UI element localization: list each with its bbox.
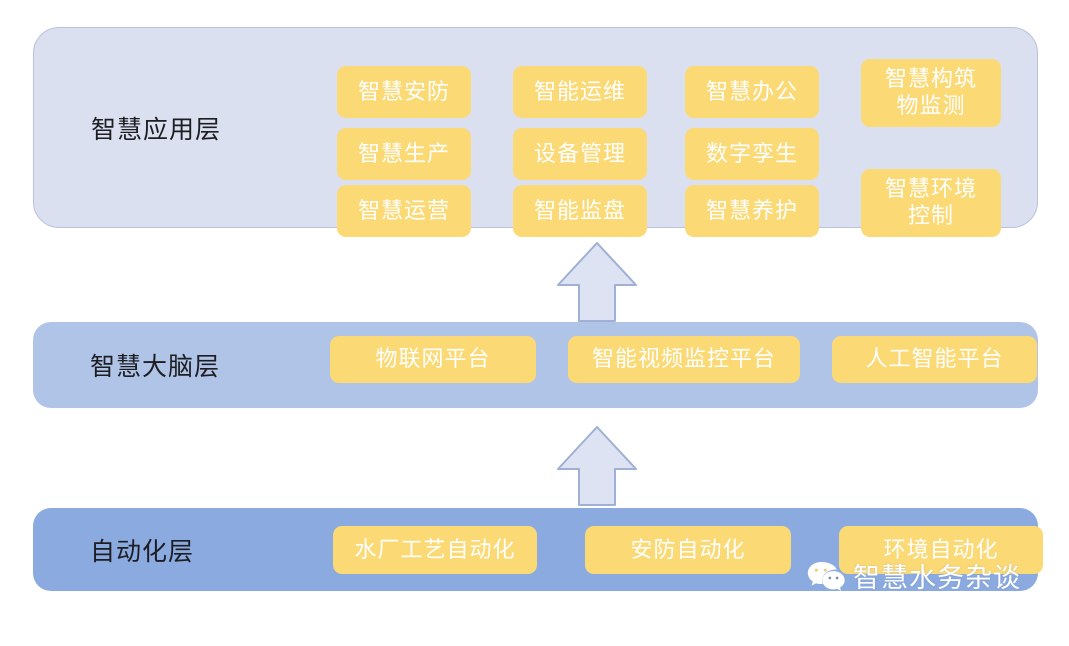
chip-automation-security[interactable]: 安防自动化 <box>585 526 791 574</box>
layer-automation-label: 自动化层 <box>90 537 195 566</box>
arrow-up-icon-brain-to-application <box>554 240 640 324</box>
layer-brain-label: 智慧大脑层 <box>90 353 221 381</box>
chip-brain-iot-platform[interactable]: 物联网平台 <box>330 336 536 383</box>
chip-automation-environment[interactable]: 环境自动化 <box>839 526 1043 574</box>
chip-application-environment-control[interactable]: 智慧环境 控制 <box>861 169 1001 237</box>
layer-brain: 智慧大脑层 物联网平台 智能视频监控平台 人工智能平台 <box>33 322 1038 408</box>
chip-application-smart-production[interactable]: 智慧生产 <box>337 128 471 180</box>
chip-brain-video-surveillance-platform[interactable]: 智能视频监控平台 <box>568 336 800 383</box>
chip-application-smart-operation[interactable]: 智慧运营 <box>337 185 471 237</box>
layer-automation: 自动化层 水厂工艺自动化 安防自动化 环境自动化 <box>33 508 1043 591</box>
layer-application-label: 智慧应用层 <box>91 115 222 144</box>
chip-application-smart-security[interactable]: 智慧安防 <box>337 66 471 118</box>
chip-application-smart-dashboard[interactable]: 智能监盘 <box>513 185 647 237</box>
chip-application-smart-maintenance[interactable]: 智慧养护 <box>685 185 819 237</box>
chip-application-digital-twin[interactable]: 数字孪生 <box>685 128 819 180</box>
chip-brain-ai-platform[interactable]: 人工智能平台 <box>832 336 1037 383</box>
chip-automation-water-plant-process[interactable]: 水厂工艺自动化 <box>333 526 537 574</box>
chip-application-structure-monitoring[interactable]: 智慧构筑 物监测 <box>861 59 1001 127</box>
arrow-up-icon-automation-to-brain <box>554 424 640 508</box>
chip-application-smart-ops[interactable]: 智能运维 <box>513 66 647 118</box>
chip-application-device-management[interactable]: 设备管理 <box>513 128 647 180</box>
chip-application-smart-office[interactable]: 智慧办公 <box>685 66 819 118</box>
layer-application: 智慧应用层 智慧安防 智慧生产 智慧运营 智能运维 设备管理 智能监盘 智慧办公… <box>33 27 1038 237</box>
